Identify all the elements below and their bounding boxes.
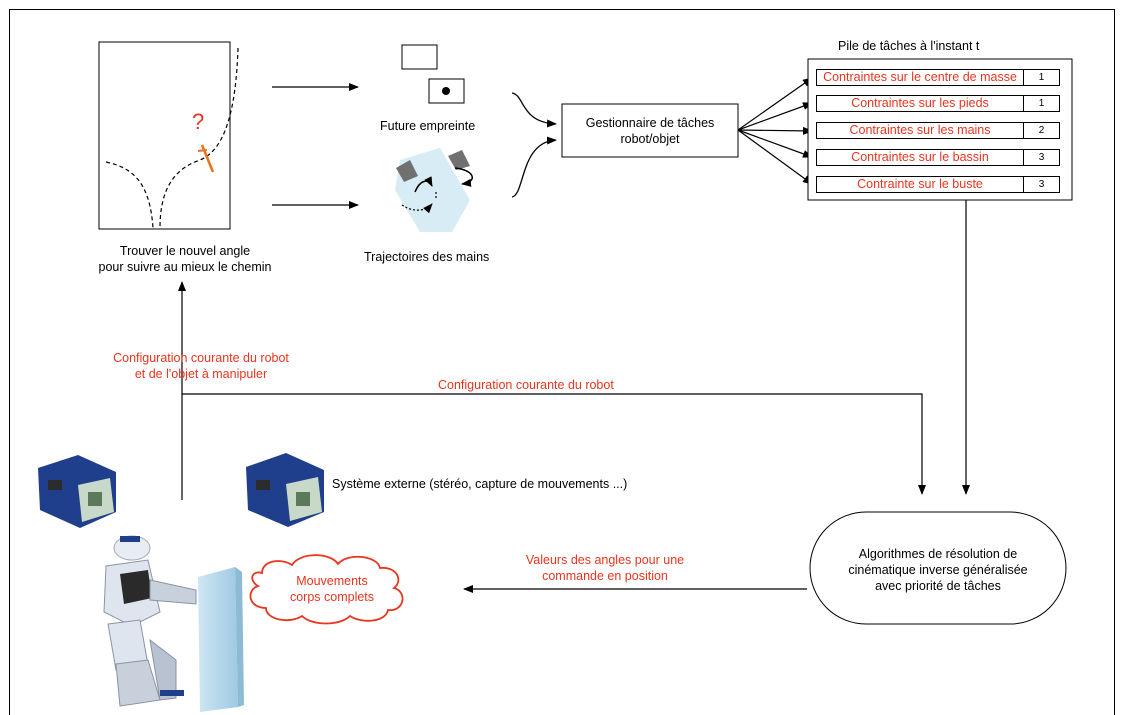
camera-icon-left [38,455,116,528]
task-priority: 1 [1024,69,1060,86]
task-priority: 3 [1024,149,1060,166]
algorithm-line1: Algorithmes de résolution de [858,547,1018,561]
footprint-label: Future empreinte [380,119,476,133]
task-stack-row: Contraintes sur les mains 2 [816,122,1060,139]
task-stack-title: Pile de tâches à l'instant t [838,39,980,53]
hands-label: Trajectoires des mains [364,250,490,264]
footprint-icon [401,44,465,104]
external-system-label: Système externe (stéréo, capture de mouv… [332,477,628,491]
task-label: Contrainte sur le buste [816,176,1024,193]
task-distribution-arrows [737,77,813,185]
command-line1: Valeurs des angles pour une [525,553,685,567]
task-priority: 2 [1024,122,1060,139]
task-label: Contraintes sur le bassin [816,149,1024,166]
task-label: Contraintes sur les pieds [816,95,1024,112]
task-stack-row: Contraintes sur le bassin 3 [816,149,1060,166]
motion-cloud-line1: Mouvements [296,574,368,588]
task-priority: 3 [1024,176,1060,193]
task-manager-line1: Gestionnaire de tâches [585,116,715,130]
task-manager-box [561,103,739,158]
feedback-robot-only: Configuration courante du robot [438,378,614,392]
task-stack-row: Contraintes sur le centre de masse 1 [816,69,1060,86]
path-caption-line2: pour suivre au mieux le chemin [98,260,272,274]
path-caption-line1: Trouver le nouvel angle [119,244,251,258]
algorithm-line3: avec priorité de tâches [875,579,1001,593]
task-label: Contraintes sur les mains [816,122,1024,139]
algorithm-line2: cinématique inverse généralisée [848,563,1028,577]
command-line2: commande en position [542,569,668,583]
task-stack-row: Contraintes sur les pieds 1 [816,95,1060,112]
task-priority: 1 [1024,95,1060,112]
question-mark: ? [192,109,205,134]
camera-icon-right [246,453,324,527]
motion-cloud-line2: corps complets [289,590,375,604]
task-stack-row: Contrainte sur le buste 3 [816,176,1060,193]
path-panel [98,41,239,230]
algorithm-box [809,511,1067,625]
feedback-robot-object-line2: et de l'objet à manipuler [134,367,268,381]
motion-cloud [249,554,404,625]
hand-trajectories-image [395,148,473,232]
humanoid-robot-image [103,535,244,712]
diagram-frame [9,9,1115,715]
feedback-robot-object-line1: Configuration courante du robot [113,351,289,365]
task-manager-line2: robot/objet [620,132,680,146]
task-label: Contraintes sur le centre de masse [816,69,1024,86]
